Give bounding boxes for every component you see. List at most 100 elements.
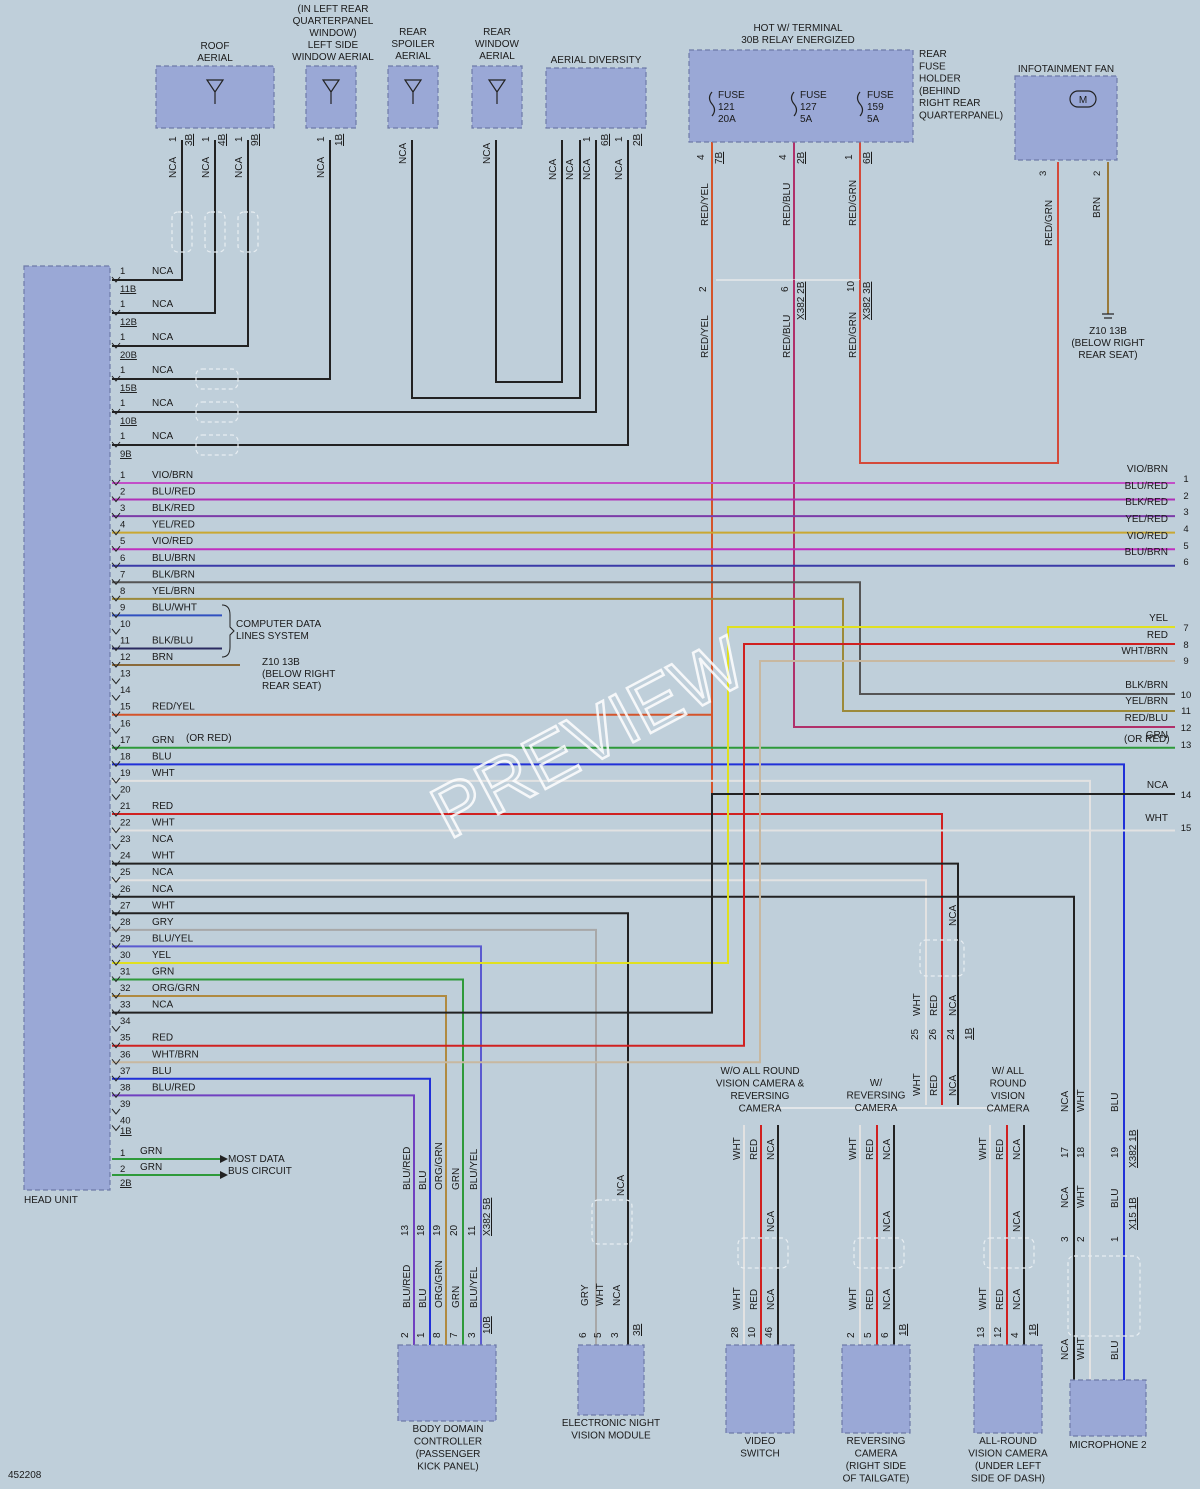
head-unit-pin-number: 18 — [120, 751, 131, 762]
module-label: CAMERA — [855, 1449, 898, 1460]
camera-module-upper-wire: WHT — [848, 1137, 859, 1160]
fuse-symbol — [790, 91, 798, 117]
fuse-wire-label: RED/GRN — [848, 180, 859, 226]
roof-aerial-shield — [204, 211, 226, 253]
head-unit-pin-number: 14 — [120, 685, 131, 696]
mic-mid-wire: WHT — [1076, 1185, 1087, 1208]
left-window-aerial-label: (IN LEFT REAR — [298, 4, 369, 15]
bdc-lower-wire: GRN — [451, 1286, 462, 1308]
head-unit-wire-label: RED — [152, 801, 173, 812]
camera-module-pin: 46 — [764, 1326, 775, 1338]
connector-chevron — [111, 794, 121, 801]
right-edge-wire-label: YEL/RED — [1125, 514, 1168, 525]
fuse-label: FUSE — [867, 90, 894, 101]
rear-spoiler-aerial-label: AERIAL — [395, 51, 431, 62]
module-label: ALL-ROUND — [979, 1436, 1037, 1447]
antenna-icon — [205, 79, 225, 104]
bdc-lower-pin: 7 — [449, 1332, 460, 1338]
fuse-label: FUSE — [800, 90, 827, 101]
camera-module-pin: 12 — [993, 1326, 1004, 1338]
roof-aerial-connector: 3B — [184, 133, 195, 146]
connector-chevron — [111, 1058, 121, 1066]
head-unit-pin-number: 19 — [120, 768, 131, 779]
splice-pin: 2 — [698, 286, 709, 292]
mic-upper-wire: NCA — [1060, 1091, 1071, 1112]
bdc-upper-wire: BLU/RED — [402, 1147, 413, 1190]
most-label: BUS CIRCUIT — [228, 1166, 292, 1177]
camera-module-lower-wire: RED — [749, 1289, 760, 1310]
rear-window-aerial-label: REAR — [483, 27, 511, 38]
camera-lower-wire: WHT — [912, 1073, 923, 1096]
bdc-upper-connector: X382 5B — [482, 1197, 493, 1236]
roof-aerial-wire-label: NCA — [168, 157, 179, 178]
aerial-pin-number: 1 — [120, 266, 125, 277]
aerial-wire-label: NCA — [152, 431, 173, 442]
connector-chevron — [111, 860, 121, 867]
night-lower-wire: NCA — [612, 1285, 623, 1306]
head-unit-wire-label: BLK/RED — [152, 503, 195, 514]
mic-mid-connector: X15 1B — [1128, 1197, 1139, 1230]
connector-chevron — [111, 810, 121, 817]
connector-chevron — [111, 1092, 121, 1099]
camera-upper-wire: RED — [929, 995, 940, 1016]
camera-pin: 26 — [928, 1028, 939, 1040]
right-edge-wire-label: GRN — [1146, 730, 1168, 741]
connector-chevron — [111, 562, 121, 569]
connector-chevron — [111, 727, 121, 735]
connector-chevron — [111, 645, 121, 652]
right-edge-number: 2 — [1183, 491, 1188, 502]
camera-module-upper-wire: NCA — [1012, 1139, 1023, 1160]
rear-window-aerial-wire-label: NCA — [482, 143, 493, 164]
roof-aerial-shield — [171, 211, 193, 253]
camera-module-upper-wire: RED — [865, 1139, 876, 1160]
right-edge-wire-label: NCA — [1147, 780, 1168, 791]
fuse-label: 121 — [718, 102, 735, 113]
module-label: ELECTRONIC NIGHT — [562, 1418, 660, 1429]
wht-24-to-cam — [112, 862, 959, 1105]
head-unit-wire-label: NCA — [152, 1000, 173, 1011]
camera-shield — [919, 939, 965, 977]
connector-chevron — [111, 744, 121, 751]
camera-option-label: CAMERA — [739, 1104, 782, 1115]
module-label: KICK PANEL) — [417, 1462, 479, 1473]
most-connector: 2B — [120, 1178, 132, 1189]
fan-pin: 3 — [1038, 171, 1049, 176]
window-aerial-wire — [112, 140, 331, 380]
night-shield — [591, 1199, 633, 1245]
rear-spoiler-aerial-label: SPOILER — [391, 39, 434, 50]
diagram-id: 452208 — [8, 1470, 42, 1481]
fuse-connector: 2B — [796, 151, 807, 164]
bdc-upper-pin: 11 — [467, 1225, 478, 1236]
bdc-lower-pin: 3 — [467, 1332, 478, 1338]
night-lower-pin: 6 — [578, 1332, 589, 1338]
most-wire-label: GRN — [140, 1162, 162, 1173]
rear-window-aerial-label: AERIAL — [479, 51, 515, 62]
fuse-wire-label: RED/BLU — [782, 183, 793, 226]
fan-wire-label: RED/GRN — [1044, 200, 1055, 246]
aerial-connector-id: 15B — [120, 383, 137, 394]
head-unit-wire-label: WHT/BRN — [152, 1049, 199, 1060]
module-label: BODY DOMAIN — [413, 1424, 484, 1435]
connector-chevron — [111, 628, 121, 635]
mic-upper-pin: 17 — [1060, 1146, 1071, 1158]
head-unit-wire-label: NCA — [152, 834, 173, 845]
fuse-holder-title: 30B RELAY ENERGIZED — [741, 35, 855, 46]
camera-module-lower-wire: RED — [995, 1289, 1006, 1310]
red-to-cam — [112, 813, 943, 1105]
fuse-label: FUSE — [718, 90, 745, 101]
camera-module-pin: 28 — [730, 1326, 741, 1338]
camera-upper-wire: NCA — [948, 905, 959, 926]
roof-aerial-pin: 1 — [168, 136, 179, 142]
bdc-upper-wire: BLU/YEL — [469, 1148, 480, 1190]
connector-chevron — [111, 893, 121, 900]
or-red-label: (OR RED) — [186, 733, 232, 744]
wht-25-to-cam — [112, 879, 927, 1105]
head-unit-wire-label: BLK/BRN — [152, 569, 195, 580]
antenna-icon — [403, 79, 423, 104]
head-unit-pin-number: 27 — [120, 900, 131, 911]
camera-module-pin: 5 — [863, 1332, 874, 1338]
blu-to-mic — [112, 763, 1125, 1380]
left-window-aerial-label: LEFT SIDE — [308, 40, 359, 51]
camera-module-mid-wire: NCA — [766, 1211, 777, 1232]
right-edge-wire-label: VIO/BRN — [1127, 464, 1168, 475]
